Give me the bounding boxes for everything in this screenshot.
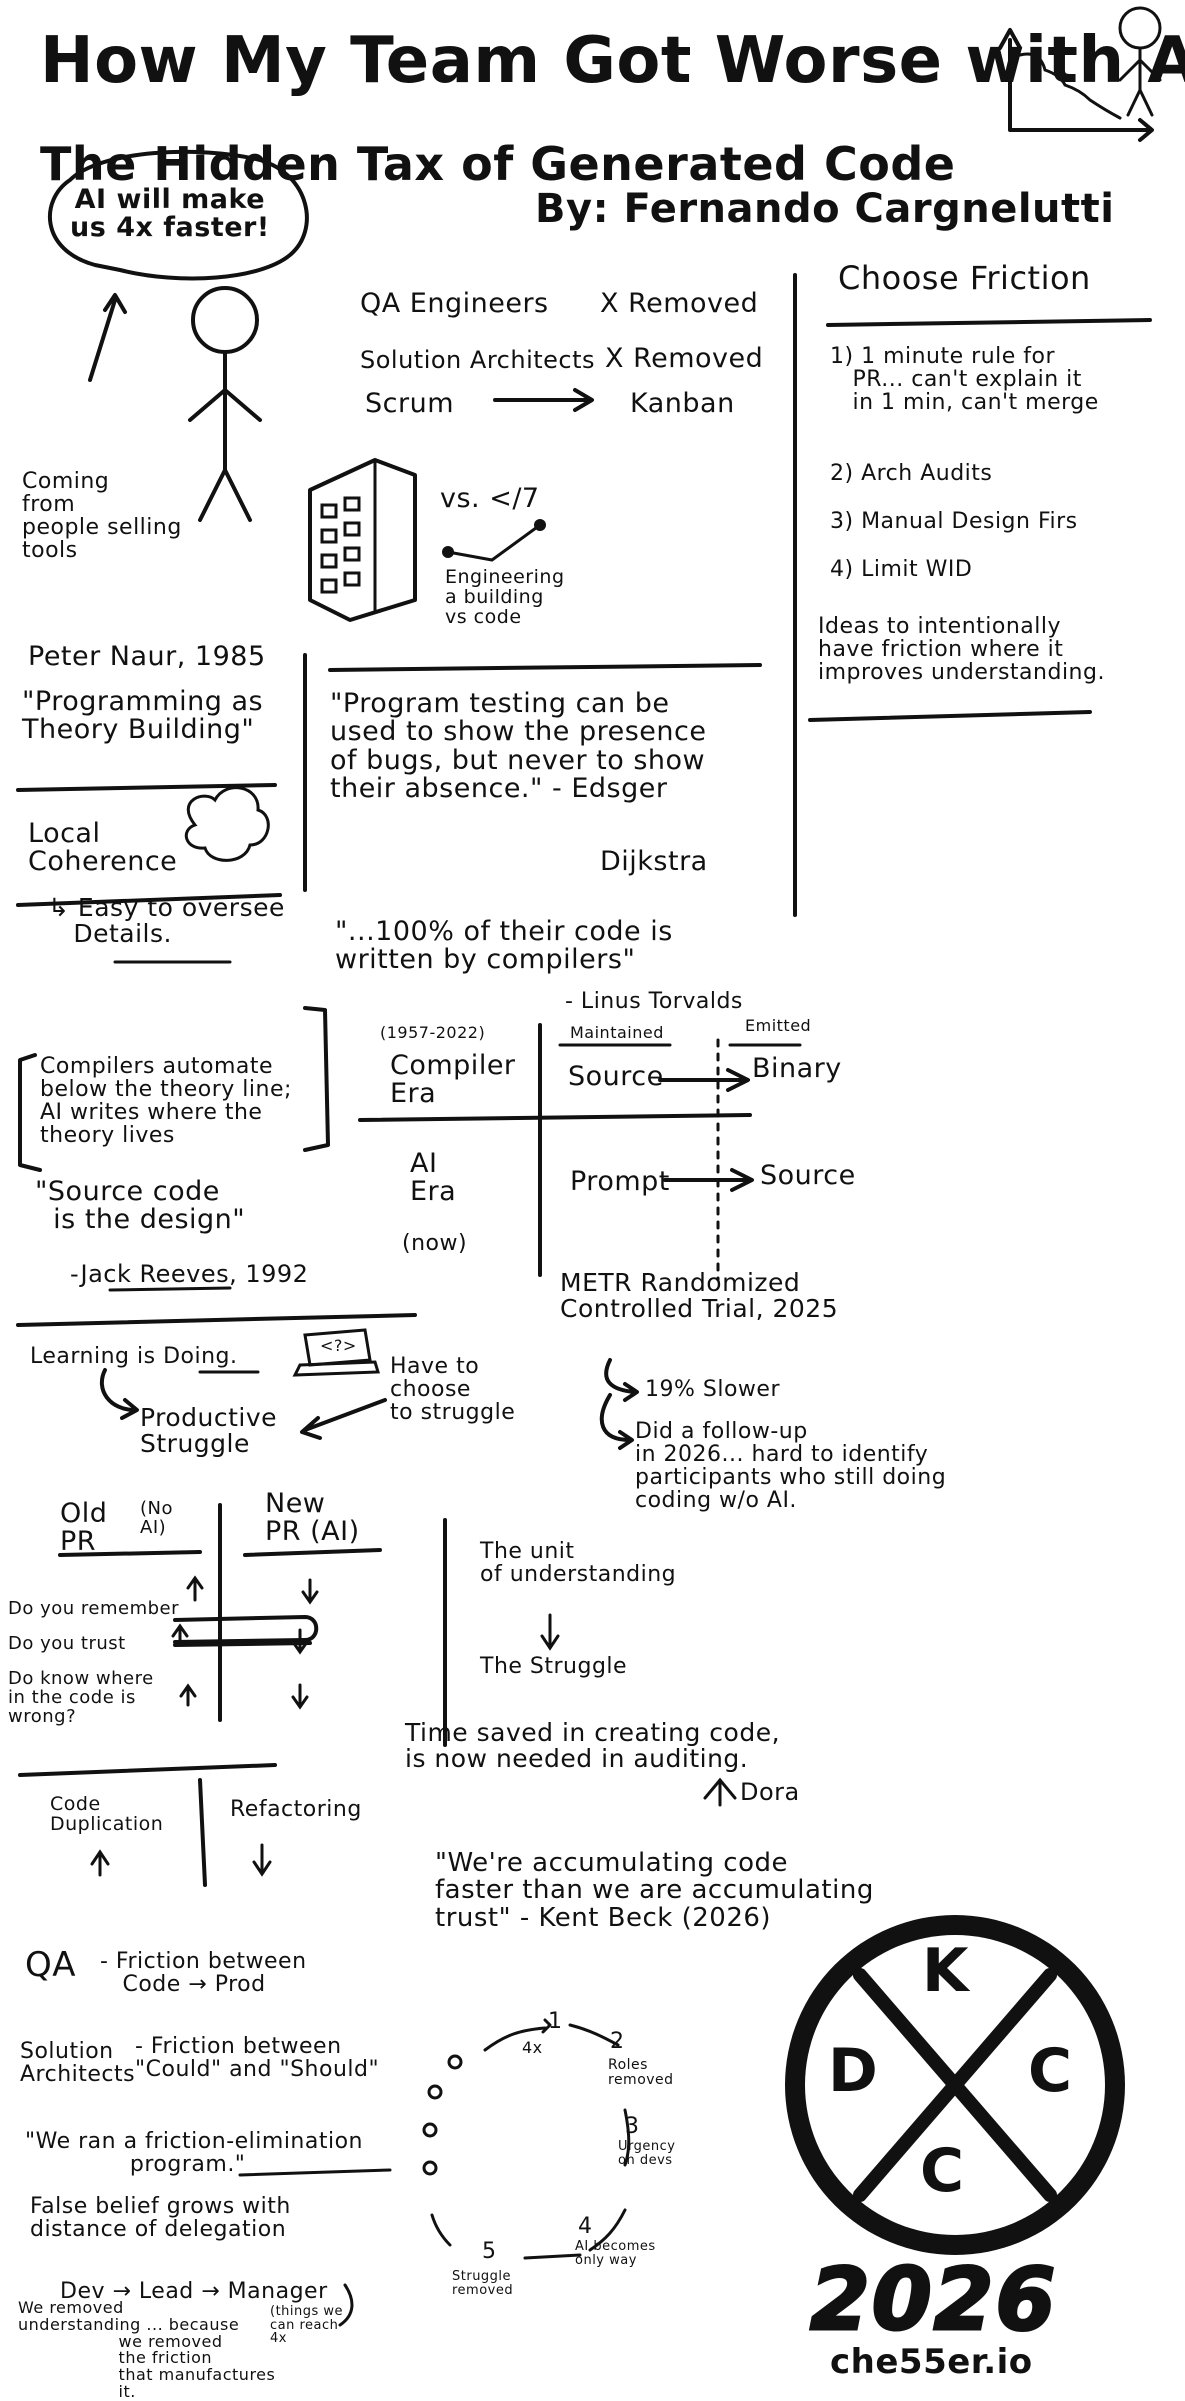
torvalds-quote: "...100% of their code is written by com… [335,916,673,976]
building-icon [308,458,417,622]
struggle-label: Productive Struggle [140,1403,278,1459]
friction-item-2: 2) Arch Audits [830,461,993,486]
beck-quote: "We're accumulating code faster than we … [435,1848,874,1933]
cycle-label-1: 4x [522,2038,543,2057]
refactoring: Refactoring [230,1797,362,1822]
reeves-name: -Jack Reeves, 1992 [70,1260,309,1288]
choose-struggle: Have to choose to struggle [390,1354,516,1426]
belief-removed: We removed understanding ... because we … [18,2298,276,2401]
laptop-text: <?> [320,1336,357,1355]
role-sa: Solution Architects [360,346,596,374]
sa-friction-text: - Friction between "Could" and "Should" [135,2034,380,2083]
cycle-step-2: 2 [610,2029,625,2054]
friction-item-1: 1) 1 minute rule for PR... can't explain… [830,344,1099,416]
page-title: How My Team Got Worse with AI [40,24,1185,98]
friction-item-3: 3) Manual Design Firs [830,509,1078,534]
compiler-era: Compiler Era [390,1050,516,1110]
logo-letter-c1: C [1028,2036,1073,2106]
cycle-step-5: 5 [482,2239,497,2264]
cycle-label-3: Urgency on devs [618,2139,676,2168]
cycle-step-4: 4 [578,2214,593,2239]
logo-year: 2026 [808,2250,1058,2350]
cycle-label-4: AI becomes only way [575,2239,656,2268]
qa-friction-text: - Friction between Code → Prod [100,1949,307,1998]
unit-struggle: The Struggle [480,1654,628,1679]
ai-now: (now) [402,1231,468,1256]
cycle-label-5: Struggle removed [452,2269,514,2298]
page-subtitle: The Hidden Tax of Generated Code [40,137,956,191]
belief-text: False belief grows with distance of dele… [30,2194,291,2243]
role-qa-status: X Removed [600,288,759,319]
metr-title: METR Randomized Controlled Trial, 2025 [560,1268,839,1324]
coherence-label: Local Coherence [28,818,178,878]
logo-letter-d: D [828,2036,879,2106]
friction-note: Ideas to intentionally have friction whe… [818,614,1105,686]
role-scrum: Scrum [365,388,454,419]
dora-quote: Time saved in creating code, is now need… [405,1718,781,1774]
friction-item-4: 4) Limit WID [830,557,973,582]
dijkstra-name: Dijkstra [600,846,708,877]
role-qa: QA Engineers [360,288,549,319]
torvalds-name: - Linus Torvalds [565,989,743,1014]
compilers-note: Compilers automate below the theory line… [40,1054,292,1149]
role-kanban: Kanban [630,388,735,419]
stick-figure-body-icon [188,350,262,522]
metr-slower: 19% Slower [645,1377,781,1402]
hype-source: Coming from people selling tools [22,469,182,564]
role-sa-status: X Removed [605,343,764,374]
compiler-years: (1957-2022) [380,1023,486,1042]
friction-program-quote: "We ran a friction-elimination program." [25,2129,363,2178]
cycle-step-1: 1 [548,2009,563,2034]
logo-letter-k: K [922,1936,969,2006]
new-pr: New PR (AI) [265,1488,360,1548]
cycle-label-2: Roles removed [608,2057,674,2088]
dora-name: Dora [740,1778,800,1806]
chart-axes-icon [1008,38,1152,132]
pr-row-trust: Do you trust [8,1633,126,1654]
source2-cell: Source [760,1160,856,1191]
reeves-quote: "Source code is the design" [35,1176,246,1236]
stick-figure-head-icon [191,286,259,354]
logo-site: che55er.io [830,2342,1033,2382]
friction-heading: Choose Friction [838,259,1091,297]
qa-label: QA [25,1945,77,1985]
naur-quote: "Programming as Theory Building" [22,686,264,746]
sa-label: Solution Architects [20,2039,136,2088]
emitted-label: Emitted [745,1016,812,1035]
engineering-label: Engineering a building vs code [445,566,565,628]
coherence-note: ↳ Easy to oversee Details. [48,893,285,949]
belief-chain: Dev → Lead → Manager [60,2279,328,2304]
decline-line-icon [1018,52,1122,120]
belief-things: (things we can reach 4x [270,2304,344,2347]
laptop-icon [303,1328,372,1367]
maintained-label: Maintained [570,1023,664,1042]
pr-row-remember: Do you remember [8,1598,180,1619]
old-pr: Old PR [60,1498,108,1558]
binary-cell: Binary [752,1053,842,1084]
metr-followup: Did a follow-up in 2026... hard to ident… [635,1419,947,1514]
dijkstra-quote: "Program testing can be used to show the… [330,688,707,805]
learning-label: Learning is Doing. [30,1344,238,1369]
source-cell: Source [568,1061,664,1092]
speech-bubble-text: AI will make us 4x faster! [70,184,270,244]
prompt-cell: Prompt [570,1166,670,1197]
speech-bubble [47,149,309,281]
ai-era: AI Era [410,1148,457,1208]
pr-row-where: Do know where in the code is wrong? [8,1668,154,1727]
vs-label: vs. </7 [440,483,540,514]
logo-letter-c2: C [920,2136,965,2206]
brain-icon [184,786,270,862]
code-duplication: Code Duplication [50,1793,164,1835]
no-ai: (No AI) [140,1498,173,1538]
cycle-step-3: 3 [625,2114,640,2139]
naur-name: Peter Naur, 1985 [28,641,266,672]
byline: By: Fernando Cargnelutti [535,186,1115,232]
unit-text: The unit of understanding [480,1539,677,1588]
